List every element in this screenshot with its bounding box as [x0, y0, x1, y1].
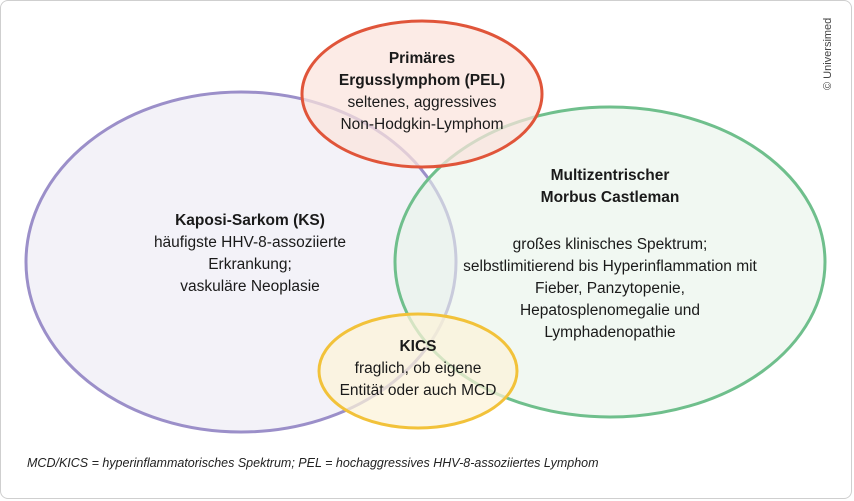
ks-title: Kaposi-Sarkom (KS) [175, 212, 325, 229]
mcd-title-line-1: Multizentrischer [550, 167, 670, 184]
ks-desc-line-3: vaskuläre Neoplasie [180, 278, 320, 295]
mcd-desc-label: großes klinisches Spektrum; selbstlimiti… [450, 234, 770, 344]
ks-desc-line-2: Erkrankung; [208, 256, 292, 273]
mcd-title-label: Multizentrischer Morbus Castleman [470, 165, 750, 209]
ks-desc-line-1: häufigste HHV-8-assoziierte [153, 234, 347, 251]
mcd-desc-line-3: Fieber, Panzytopenie, [535, 280, 685, 297]
mcd-desc-line-1: großes klinisches Spektrum; [512, 236, 708, 253]
kics-desc-line-1: fraglich, ob eigene [354, 360, 482, 377]
pel-desc-line-2: Non-Hodgkin-Lymphom [340, 116, 504, 133]
pel-title-line-1: Primäres [388, 50, 456, 67]
mcd-desc-line-5: Lymphadenopathie [544, 324, 676, 341]
copyright-notice: © Universimed [822, 17, 834, 90]
pel-ellipse [300, 19, 544, 169]
pel-desc-line-1: seltenes, aggressives [347, 94, 497, 111]
kics-label: KICS fraglich, ob eigene Entität oder au… [323, 336, 513, 402]
mcd-title-line-2: Morbus Castleman [540, 189, 680, 206]
footnote: MCD/KICS = hyperinflammatorisches Spektr… [27, 456, 599, 470]
mcd-desc-line-2: selbstlimitierend bis Hyperinflammation … [463, 258, 757, 275]
mcd-desc-line-4: Hepatosplenomegalie und [519, 302, 701, 319]
kics-desc-line-2: Entität oder auch MCD [339, 382, 497, 399]
pel-label: Primäres Ergusslymphom (PEL) seltenes, a… [317, 48, 527, 136]
kics-title: KICS [399, 338, 437, 355]
pel-title-line-2: Ergusslymphom (PEL) [338, 72, 506, 89]
ks-label: Kaposi-Sarkom (KS) häufigste HHV-8-assoz… [130, 210, 370, 298]
kics-ellipse [317, 312, 519, 430]
